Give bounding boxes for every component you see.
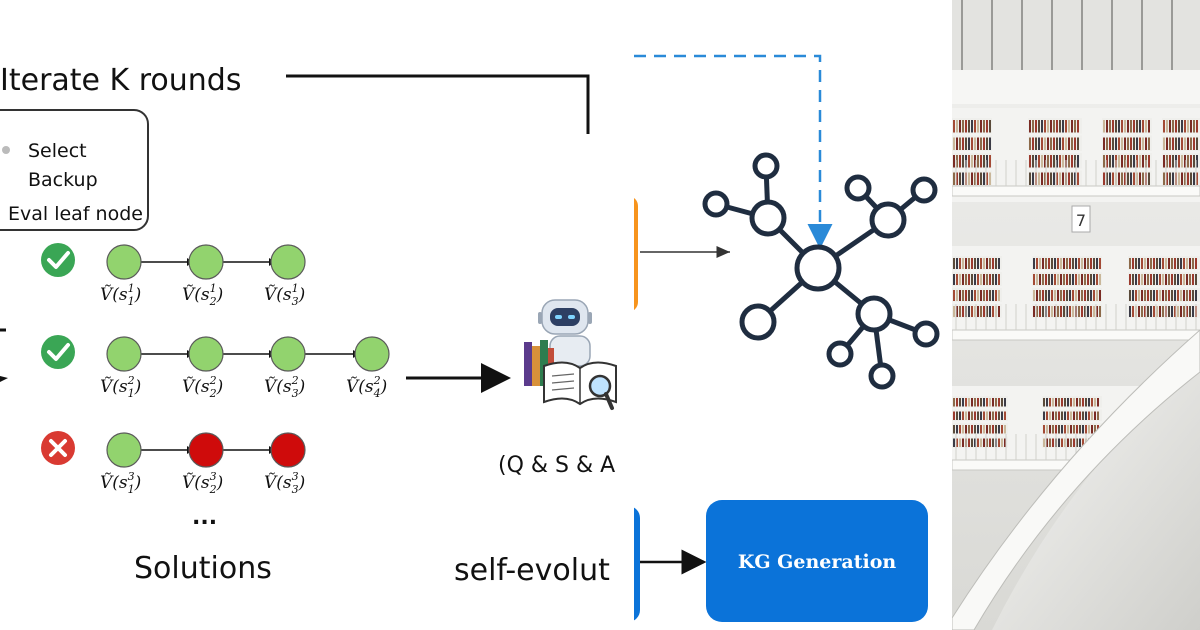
knowledge-graph-icon [702, 152, 940, 390]
knowledge-graph-diagram: KG Generation [634, 54, 940, 622]
solution-node [106, 244, 142, 280]
solution-node [270, 432, 306, 468]
orange-process-box [634, 198, 638, 310]
mcts-diagram: Iterate K rounds Select Backup Eval leaf… [0, 63, 617, 588]
qsa-label: (Q & S & A [498, 453, 615, 478]
legend-item-eval: Eval leaf node [8, 203, 143, 225]
more-rows-ellipsis: ... [192, 505, 217, 530]
solution-node [106, 336, 142, 372]
solution-node [188, 336, 224, 372]
floor-sign-number: 7 [1076, 211, 1086, 230]
legend-box: Select Backup Eval leaf node [0, 109, 149, 231]
legend-item-backup: Backup [28, 169, 98, 191]
kg-generation-label: KG Generation [738, 551, 897, 573]
iterate-loop-line [286, 74, 590, 134]
robot-reader-icon [524, 299, 617, 410]
kg-generation-box: KG Generation [706, 500, 928, 622]
solution-node [106, 432, 142, 468]
knowledge-graph-panel: KG Generation [634, 0, 952, 630]
dashed-feedback-arrow [634, 54, 833, 249]
solution-node [270, 336, 306, 372]
library-photo-illustration: 7 [952, 0, 1200, 630]
solution-node [188, 244, 224, 280]
solutions-label: Solutions [134, 551, 272, 586]
iterate-rounds-label: Iterate K rounds [0, 63, 241, 98]
self-evolution-box [634, 507, 640, 621]
self-evolution-label: self-evolut [454, 553, 610, 588]
cross-icon [41, 431, 75, 465]
library-atrium-photo: 7 [952, 0, 1200, 630]
solution-node [270, 244, 306, 280]
solution-node [188, 432, 224, 468]
mcts-diagram-panel: Iterate K rounds Select Backup Eval leaf… [0, 63, 617, 588]
check-icon [41, 243, 75, 277]
library-floors [952, 108, 1200, 471]
incoming-arrow-head [0, 376, 8, 382]
legend-item-select: Select [28, 140, 87, 162]
legend-marker-select [2, 146, 10, 154]
solution-node [354, 336, 390, 372]
check-icon [41, 335, 75, 369]
